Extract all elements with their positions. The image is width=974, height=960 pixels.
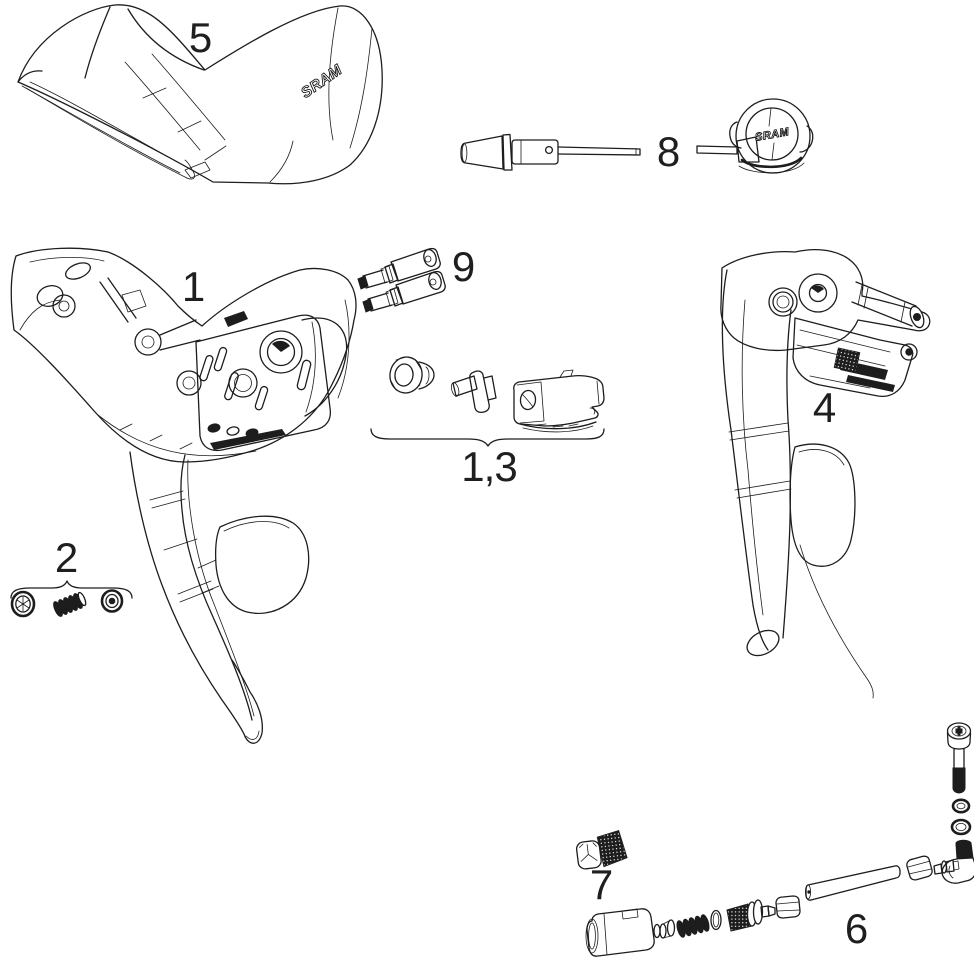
part-label-4: 4 <box>813 384 836 431</box>
brake-lever-drawing <box>720 249 931 699</box>
part-label-6: 6 <box>845 905 867 952</box>
clamp-kit-drawing <box>370 356 605 447</box>
part-label-1: 1 <box>182 263 204 310</box>
sram-logo-cap: SRAM <box>754 126 790 144</box>
shifter-body-drawing <box>10 247 357 744</box>
bleed-tool-drawing <box>460 133 641 171</box>
service-parts-drawing <box>10 580 133 618</box>
part-label-9: 9 <box>452 243 474 290</box>
bleed-screws-drawing <box>357 247 446 313</box>
port-plug-drawing <box>575 829 628 870</box>
part-label-1-3: 1,3 <box>461 443 516 490</box>
hose-kit-drawing <box>585 722 974 957</box>
part-label-7: 7 <box>590 861 612 908</box>
hose-spring-drawing <box>676 914 710 938</box>
part-label-8: 8 <box>657 128 679 175</box>
spring-drawing <box>53 591 87 617</box>
sram-logo-hood: SRAM <box>298 61 346 101</box>
part-label-5: 5 <box>189 14 211 61</box>
part-label-2: 2 <box>55 534 77 581</box>
brand-cap-drawing: SRAM <box>696 98 814 174</box>
